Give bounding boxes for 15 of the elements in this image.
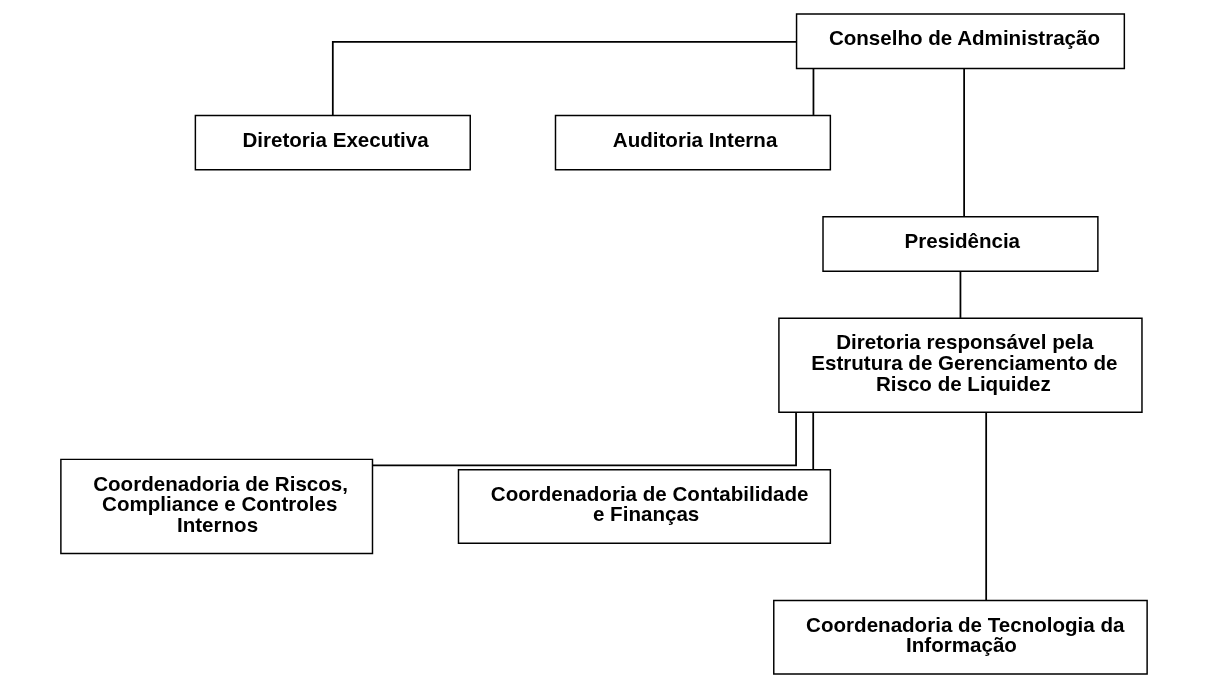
connector [331, 41, 798, 116]
node-box: Coordenadoria de Riscos, Compliance e Controles Internos [60, 458, 374, 555]
node-box: Diretoria responsável pela Estrutura de Gerenciamento de Risco de Liquidez [778, 317, 1143, 414]
node-box: Diretoria Executiva [194, 114, 471, 171]
node-box: Presidência [822, 216, 1099, 272]
node-box: Coordenadoria de Contabilidade e Finanças [457, 468, 832, 544]
connector [959, 270, 962, 319]
connector [812, 411, 815, 471]
connector [963, 67, 965, 218]
connector [812, 68, 815, 116]
node-box: Conselho de Administração [795, 13, 1126, 70]
connector [371, 411, 797, 467]
node-box: Coordenadoria de Tecnologia da Informação [773, 599, 1148, 675]
node-box: Auditoria Interna [554, 114, 832, 171]
connector [985, 411, 988, 602]
